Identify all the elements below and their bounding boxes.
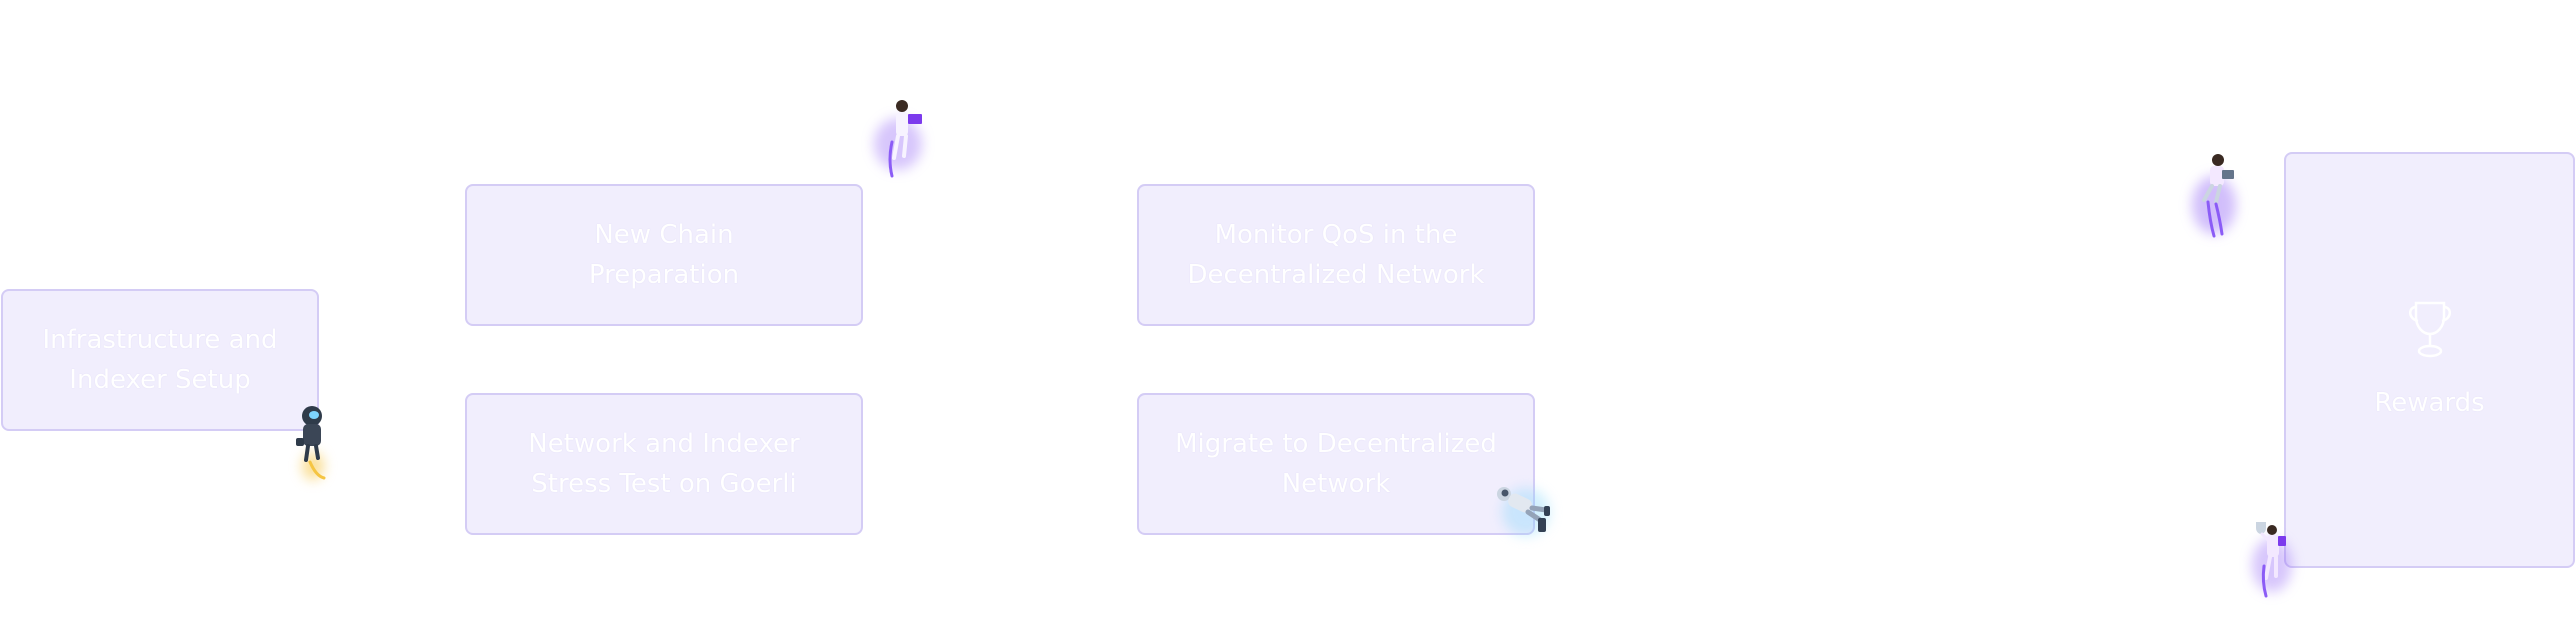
step-network-indexer-stress-test: Network and Indexer Stress Test on Goerl… bbox=[465, 393, 863, 535]
step-monitor-qos: Monitor QoS in the Decentralized Network bbox=[1137, 184, 1535, 326]
step-label: Network and Indexer Stress Test on Goerl… bbox=[528, 429, 800, 499]
step-label: Infrastructure and Indexer Setup bbox=[42, 325, 278, 395]
trophy-icon bbox=[2408, 301, 2451, 358]
step-label: Monitor QoS in the Decentralized Network bbox=[1187, 220, 1485, 290]
flying-person-laptop-icon bbox=[870, 94, 934, 180]
step-migrate-decentralized-network: Migrate to Decentralized Network bbox=[1137, 393, 1535, 535]
step-label: New Chain Preparation bbox=[588, 220, 740, 290]
flying-person-tablet-icon bbox=[2186, 148, 2244, 240]
step-new-chain-preparation: New Chain Preparation bbox=[465, 184, 863, 326]
rewards-label: Rewards bbox=[2374, 388, 2485, 418]
step-infrastructure-indexer-setup: Infrastructure and Indexer Setup bbox=[1, 289, 319, 431]
step-label: Migrate to Decentralized Network bbox=[1175, 429, 1497, 499]
step-rewards: Rewards bbox=[2284, 152, 2575, 568]
